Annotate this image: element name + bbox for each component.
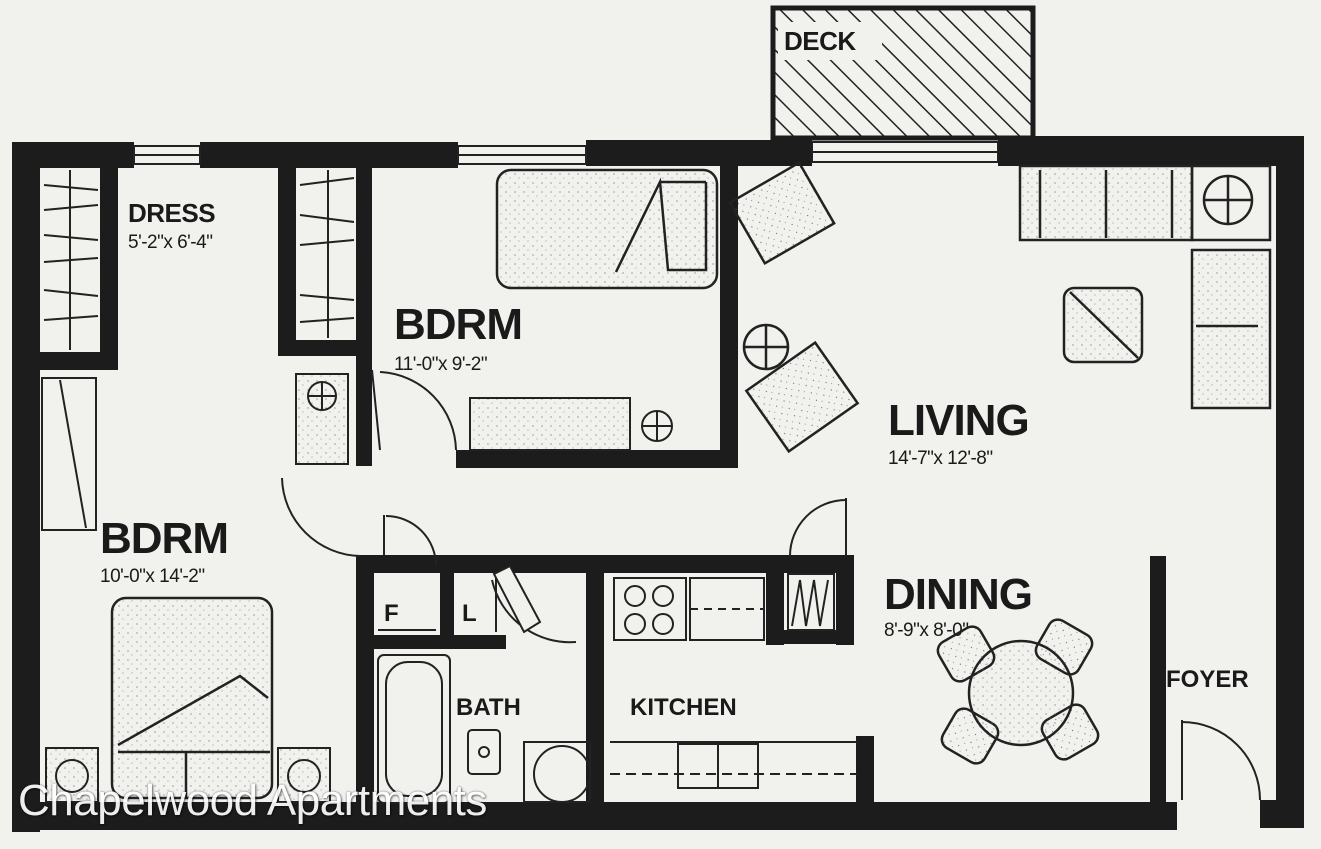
bath-fixtures <box>377 564 591 804</box>
closet-f-label: F <box>384 600 399 627</box>
deck-label: DECK <box>784 26 856 56</box>
bedroom-upper-label: BDRM <box>394 300 523 349</box>
bed-left <box>110 596 274 800</box>
dining-dims: 8'-9"x 8'-0" <box>884 620 969 641</box>
dress-dims: 5'-2"x 6'-4" <box>128 232 213 253</box>
dress-label: DRESS <box>128 198 216 228</box>
interior-walls <box>40 166 1166 805</box>
furniture-bedrooms <box>45 373 673 803</box>
living-furniture <box>728 160 1272 454</box>
bedroom-left-dims: 10'-0"x 14'-2" <box>100 566 205 587</box>
foyer-label: FOYER <box>1166 666 1249 693</box>
dining-label: DINING <box>884 570 1033 619</box>
bedroom-left-label: BDRM <box>100 514 229 563</box>
closet-l-label: L <box>462 600 477 627</box>
deck <box>770 5 1036 141</box>
watermark: Chapelwood Apartments <box>18 776 487 825</box>
closet-rods <box>41 170 355 531</box>
bath-label: BATH <box>456 694 521 721</box>
bedroom-upper-dims: 11'-0"x 9'-2" <box>394 354 488 375</box>
living-label: LIVING <box>888 396 1030 445</box>
bed-upper <box>495 168 719 290</box>
living-dims: 14'-7"x 12'-8" <box>888 448 993 469</box>
exterior-walls <box>12 136 1304 832</box>
kitchen-label: KITCHEN <box>630 694 737 721</box>
kitchen-fixtures <box>610 573 858 789</box>
windows <box>133 141 999 165</box>
dining-table <box>936 618 1100 765</box>
